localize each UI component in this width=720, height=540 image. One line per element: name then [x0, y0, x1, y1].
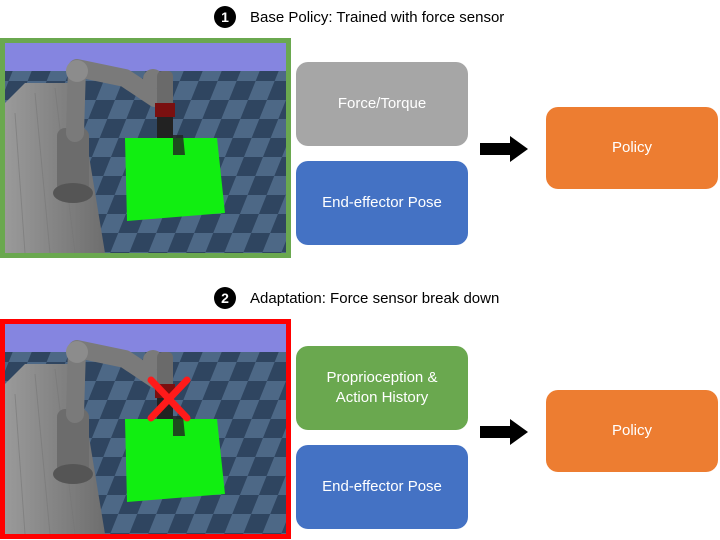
- policy-box-2: Policy: [546, 390, 718, 472]
- sky-background: [5, 43, 286, 73]
- policy-label-1: Policy: [611, 139, 652, 156]
- step-2-number-badge: 2: [214, 287, 236, 309]
- policy-box-1: Policy: [546, 107, 718, 189]
- end-effector-pose-input-box-2: End-effector Pose: [296, 445, 468, 529]
- green-block: [125, 419, 225, 502]
- proprioception-action-history-label: Proprioception & Action History: [326, 369, 438, 406]
- simulation-scene-adaptation: [0, 319, 291, 539]
- end-effector-pose-input-box-1: End-effector Pose: [296, 161, 468, 245]
- step-2-header: 2 Adaptation: Force sensor break down: [214, 286, 499, 310]
- right-arrow-icon: [480, 419, 528, 445]
- step-1-header: 1 Base Policy: Trained with force sensor: [214, 5, 504, 29]
- step-2-title: Adaptation: Force sensor break down: [250, 289, 500, 307]
- policy-label-2: Policy: [611, 422, 652, 439]
- step-1-title: Base Policy: Trained with force sensor: [250, 8, 505, 26]
- robot-arm: [53, 59, 175, 203]
- step-1-number-badge: 1: [214, 6, 236, 28]
- right-arrow-icon: [480, 136, 528, 162]
- robot-arm-scene-broken-sensor: [5, 324, 286, 534]
- sky-background: [5, 324, 286, 354]
- green-block: [125, 138, 225, 221]
- red-x-icon: [147, 376, 191, 422]
- end-effector-pose-label-2: End-effector Pose: [322, 478, 442, 495]
- force-torque-label: Force/Torque: [337, 95, 427, 112]
- end-effector-pose-label-1: End-effector Pose: [322, 194, 442, 211]
- proprioception-action-history-input-box: Proprioception & Action History: [296, 346, 468, 430]
- force-torque-input-box: Force/Torque: [296, 62, 468, 146]
- force-sensor: [155, 103, 175, 117]
- simulation-scene-base: [0, 38, 291, 258]
- robot-arm-scene: [5, 43, 286, 253]
